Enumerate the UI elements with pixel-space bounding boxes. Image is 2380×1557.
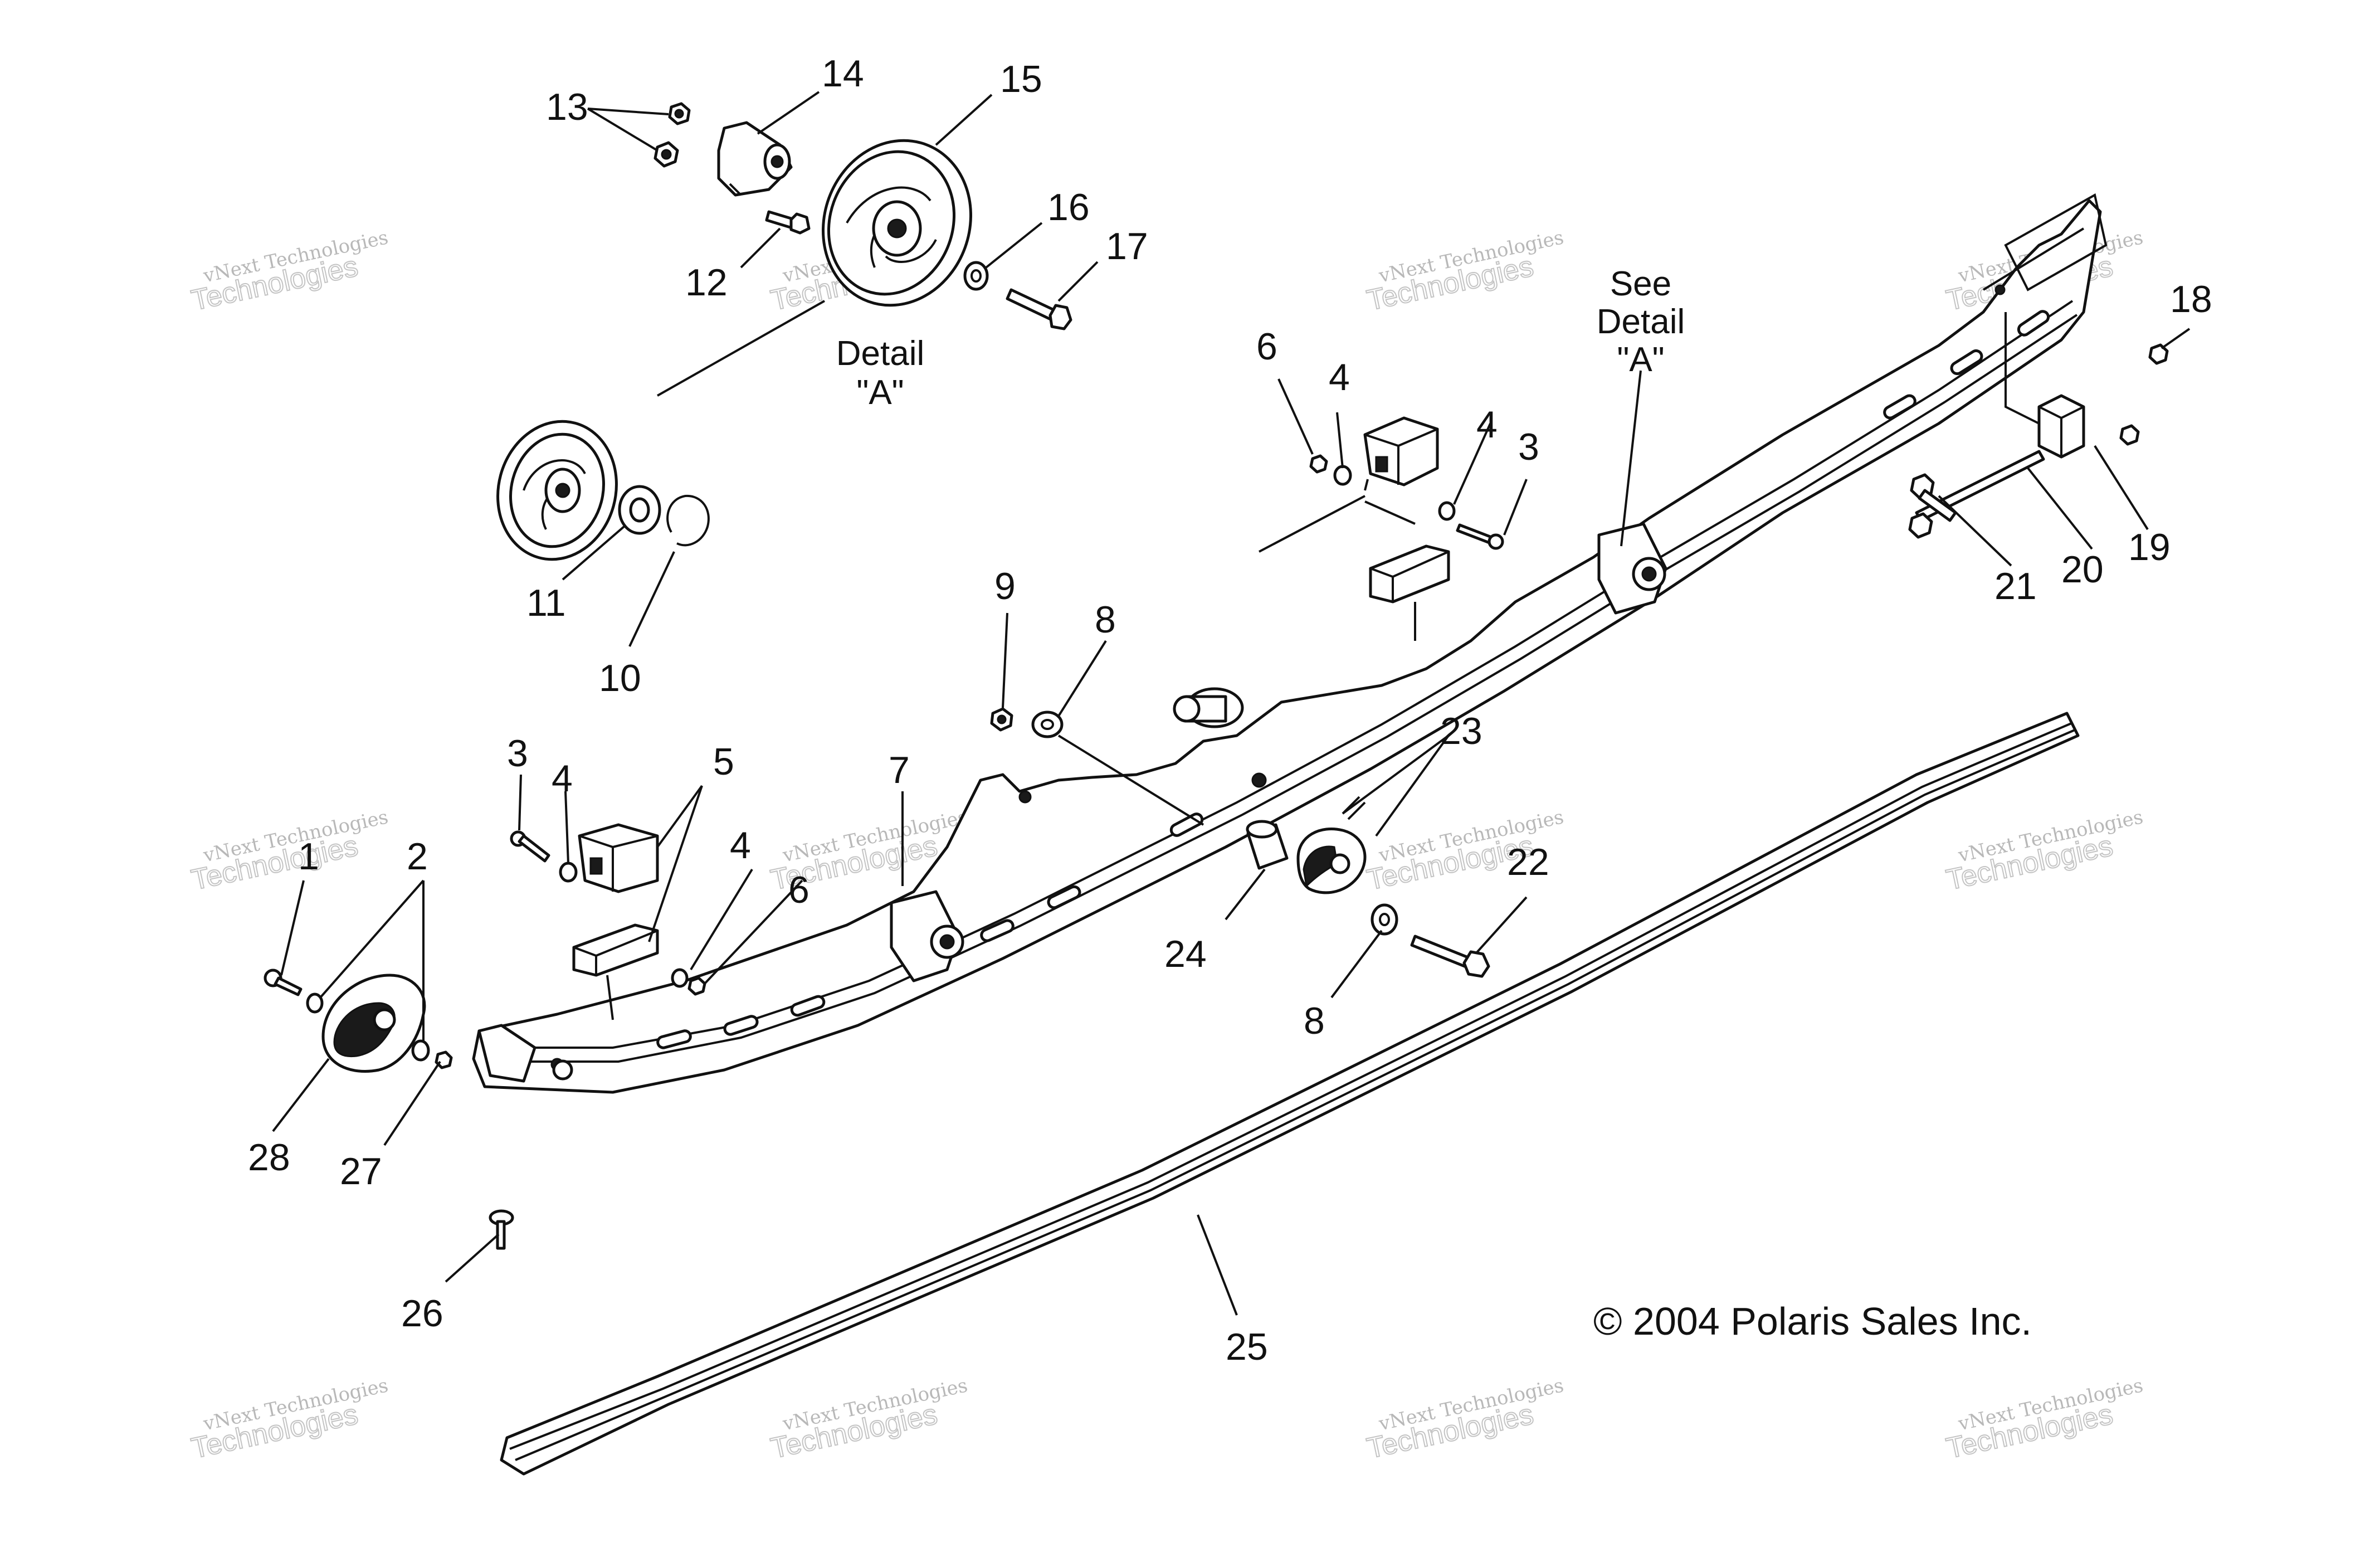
spacer-24 bbox=[1246, 820, 1289, 870]
callout-16: 16 bbox=[1047, 186, 1090, 228]
callout-3-lower: 3 bbox=[507, 732, 528, 775]
callout-24: 24 bbox=[1164, 933, 1207, 975]
callout-28: 28 bbox=[248, 1136, 290, 1179]
washer-4-lower-a bbox=[559, 862, 578, 883]
bearing-11 bbox=[618, 485, 661, 535]
callout-7: 7 bbox=[889, 749, 910, 791]
nut-13a bbox=[668, 102, 691, 125]
rear-parts bbox=[1908, 312, 2169, 539]
callout-23: 23 bbox=[1440, 710, 1482, 752]
copyright-notice: © 2004 Polaris Sales Inc. bbox=[1593, 1300, 2032, 1343]
callout-4-lower-a: 4 bbox=[552, 757, 573, 800]
callout-8-upper: 8 bbox=[1095, 599, 1116, 641]
bracket-14 bbox=[717, 121, 793, 197]
see-detail-caption: See Detail "A" bbox=[1597, 265, 1685, 379]
screw-1 bbox=[264, 969, 303, 996]
screw-3-upper bbox=[1456, 523, 1504, 550]
callout-15: 15 bbox=[1000, 58, 1042, 100]
callout-9: 9 bbox=[994, 565, 1016, 607]
callout-13: 13 bbox=[546, 86, 588, 128]
washer-8-upper bbox=[1031, 711, 1064, 738]
callout-4-upper-a: 4 bbox=[1329, 356, 1350, 398]
wear-strip-drawing bbox=[500, 712, 2080, 1476]
washer-4-upper-b bbox=[1438, 501, 1456, 521]
callout-2: 2 bbox=[407, 835, 428, 878]
bolt-22 bbox=[1410, 935, 1490, 978]
callout-19: 19 bbox=[2128, 526, 2171, 568]
bolt-12 bbox=[765, 210, 811, 235]
callout-3-upper: 3 bbox=[1518, 426, 1539, 468]
leader-lines bbox=[272, 91, 2191, 1316]
callout-11: 11 bbox=[526, 582, 566, 624]
upper-bumper-set bbox=[1259, 416, 1504, 641]
nut-6-lower bbox=[687, 976, 706, 996]
callout-1: 1 bbox=[298, 835, 319, 878]
callout-26: 26 bbox=[401, 1292, 443, 1335]
callout-6-lower: 6 bbox=[788, 869, 809, 911]
cap-28 bbox=[321, 974, 426, 1073]
see-detail-line1: See bbox=[1610, 265, 1671, 303]
detail-a-wheel-assembly bbox=[496, 102, 1072, 561]
front-cap-assembly bbox=[264, 969, 514, 1250]
lower-bumper-set bbox=[510, 823, 706, 1020]
callout-21: 21 bbox=[1994, 565, 2037, 607]
washer-2a bbox=[306, 992, 324, 1014]
callout-12: 12 bbox=[685, 261, 728, 304]
wheel-15 bbox=[822, 139, 972, 307]
washer-2b bbox=[411, 1039, 430, 1062]
callout-6-upper: 6 bbox=[1256, 325, 1277, 368]
nut-9 bbox=[990, 707, 1013, 732]
rail-pivot-rear bbox=[1597, 522, 1667, 615]
callout-5: 5 bbox=[713, 741, 734, 783]
callout-14: 14 bbox=[822, 52, 864, 95]
callout-20: 20 bbox=[2061, 548, 2104, 591]
screw-3-lower bbox=[510, 830, 550, 863]
callout-4-lower-b: 4 bbox=[730, 824, 751, 867]
detail-a-caption: Detail "A" bbox=[836, 334, 925, 412]
rail-upper-boss bbox=[1173, 687, 1267, 788]
detail-caption-line2: "A" bbox=[856, 373, 904, 412]
snap-ring-10 bbox=[666, 494, 710, 547]
rail-front-tip bbox=[477, 1024, 573, 1083]
see-detail-line3: "A" bbox=[1617, 340, 1664, 379]
bolt-21 bbox=[1908, 473, 1957, 539]
washer-4-lower-b bbox=[671, 968, 689, 988]
callout-4-upper-b: 4 bbox=[1476, 403, 1498, 446]
see-detail-line2: Detail bbox=[1597, 303, 1685, 341]
rivet-26 bbox=[489, 1209, 514, 1250]
spacer-lower bbox=[572, 923, 659, 977]
bushing-23 bbox=[1296, 796, 1367, 894]
callout-labels: 13 14 15 12 16 17 11 10 18 19 20 21 6 4 … bbox=[248, 52, 2212, 1368]
rail-pivot-front bbox=[890, 890, 964, 982]
nut-6-upper bbox=[1309, 454, 1328, 474]
block-lower bbox=[578, 823, 659, 893]
nut-18a bbox=[2148, 343, 2169, 365]
callout-18: 18 bbox=[2170, 278, 2212, 320]
slide-rail-drawing bbox=[472, 193, 2108, 1094]
block-upper bbox=[1363, 416, 1439, 486]
spacer-upper bbox=[1369, 544, 1450, 604]
wheel-11 bbox=[496, 420, 618, 561]
nut-13b bbox=[653, 141, 679, 168]
callout-17: 17 bbox=[1106, 225, 1148, 267]
washer-4-upper-a bbox=[1333, 465, 1352, 486]
detail-caption-line1: Detail bbox=[836, 334, 925, 373]
bracket-19 bbox=[2037, 394, 2085, 459]
callout-22: 22 bbox=[1507, 841, 1549, 883]
callout-10: 10 bbox=[599, 657, 641, 699]
callout-8-lower: 8 bbox=[1304, 1000, 1325, 1042]
washer-16 bbox=[963, 261, 989, 291]
nut-27 bbox=[435, 1050, 453, 1069]
callout-27: 27 bbox=[340, 1150, 382, 1193]
washer-8-lower bbox=[1371, 903, 1398, 936]
nut-18b bbox=[2119, 424, 2140, 446]
callout-25: 25 bbox=[1226, 1326, 1268, 1368]
bolt-17 bbox=[1006, 288, 1072, 330]
center-parts bbox=[990, 707, 1490, 978]
